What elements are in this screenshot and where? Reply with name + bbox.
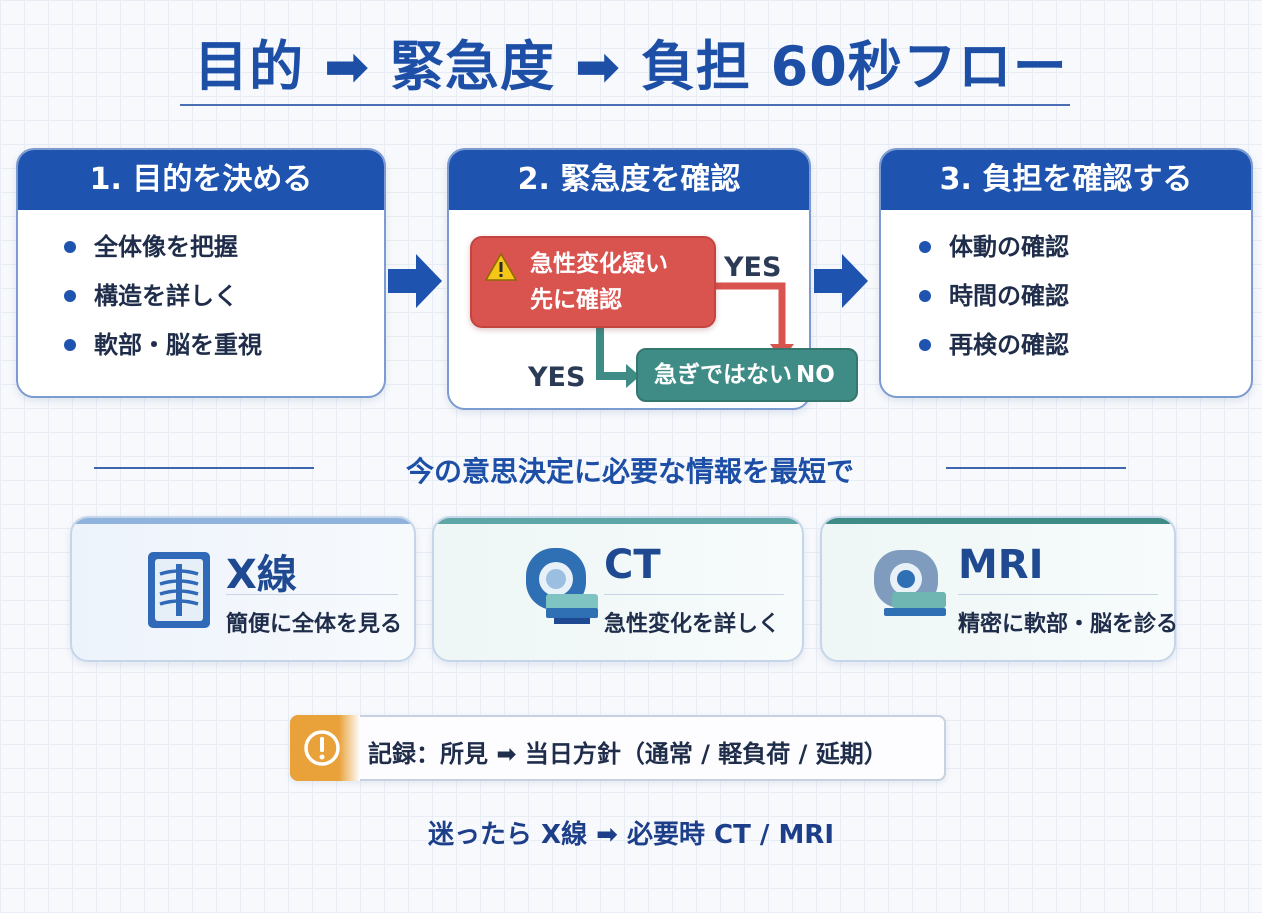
bullet-dot-icon	[919, 290, 931, 302]
yes-label-top: YES	[724, 252, 782, 283]
step-1-list: 全体像を把握 構造を詳しく 軟部・脳を重視	[18, 210, 384, 377]
record-icon-panel	[290, 715, 360, 781]
flow-arrow-icon	[814, 254, 868, 308]
flow-arrow-icon	[388, 254, 442, 308]
step-1-card: 1. 目的を決める 全体像を把握 構造を詳しく 軟部・脳を重視	[16, 148, 386, 398]
warning-triangle-icon	[484, 252, 518, 281]
urgent-warning-text: 急性変化疑い 先に確認	[530, 251, 668, 313]
list-item: 全体像を把握	[64, 230, 384, 279]
step-3-card: 3. 負担を確認する 体動の確認 時間の確認 再検の確認	[879, 148, 1253, 398]
card-accent-bar	[72, 518, 414, 524]
list-item: 体動の確認	[919, 230, 1251, 279]
modality-desc-ct: 急性変化を詳しく	[604, 612, 781, 637]
page-title: 目的 ➡ 緊急度 ➡ 負担 60秒フロー	[194, 35, 1068, 98]
step-1-header: 1. 目的を決める	[18, 150, 384, 210]
subtitle: 今の意思決定に必要な情報を最短で	[405, 455, 854, 488]
bullet-dot-icon	[64, 290, 76, 302]
step-3-header: 3. 負担を確認する	[881, 150, 1251, 210]
footer-guidance: 迷ったら X線 ➡ 必要時 CT / MRI	[427, 820, 835, 850]
ct-scanner-icon	[526, 548, 598, 624]
yes-label-bottom: YES	[528, 362, 586, 393]
modality-name-mri: MRI	[958, 542, 1044, 588]
bullet-dot-icon	[919, 241, 931, 253]
mri-scanner-icon	[874, 550, 946, 616]
title-divider	[180, 104, 1070, 106]
list-item: 構造を詳しく	[64, 279, 384, 328]
card-accent-bar	[822, 518, 1174, 524]
bullet-dot-icon	[64, 241, 76, 253]
modality-divider	[604, 594, 784, 595]
subtitle-rule-right	[946, 467, 1126, 469]
modality-desc-mri: 精密に軟部・脳を診る	[958, 612, 1179, 637]
modality-desc-xray: 簡便に全体を見る	[226, 612, 403, 637]
xray-film-icon	[148, 552, 210, 628]
modality-divider	[226, 594, 398, 595]
exclamation-icon	[304, 730, 340, 766]
modality-card-xray	[70, 516, 416, 662]
modality-name-ct: CT	[604, 542, 661, 588]
step-2-header: 2. 緊急度を確認	[449, 150, 809, 210]
list-item: 時間の確認	[919, 279, 1251, 328]
modality-name-xray: X線	[226, 552, 297, 598]
card-accent-bar	[434, 518, 802, 524]
urgent-warning-box	[470, 236, 716, 328]
record-text: 記録：所見 ➡ 当日方針（通常 / 軽負荷 / 延期）	[368, 740, 888, 768]
bullet-dot-icon	[919, 339, 931, 351]
bullet-dot-icon	[64, 339, 76, 351]
modality-card-ct	[432, 516, 804, 662]
list-item: 再検の確認	[919, 328, 1251, 377]
record-box	[290, 715, 946, 781]
subtitle-rule-left	[94, 467, 314, 469]
modality-divider	[958, 594, 1158, 595]
step-3-list: 体動の確認 時間の確認 再検の確認	[881, 210, 1251, 377]
step-2-card: 2. 緊急度を確認	[447, 148, 811, 410]
no-label: NO	[796, 362, 835, 388]
list-item: 軟部・脳を重視	[64, 328, 384, 377]
